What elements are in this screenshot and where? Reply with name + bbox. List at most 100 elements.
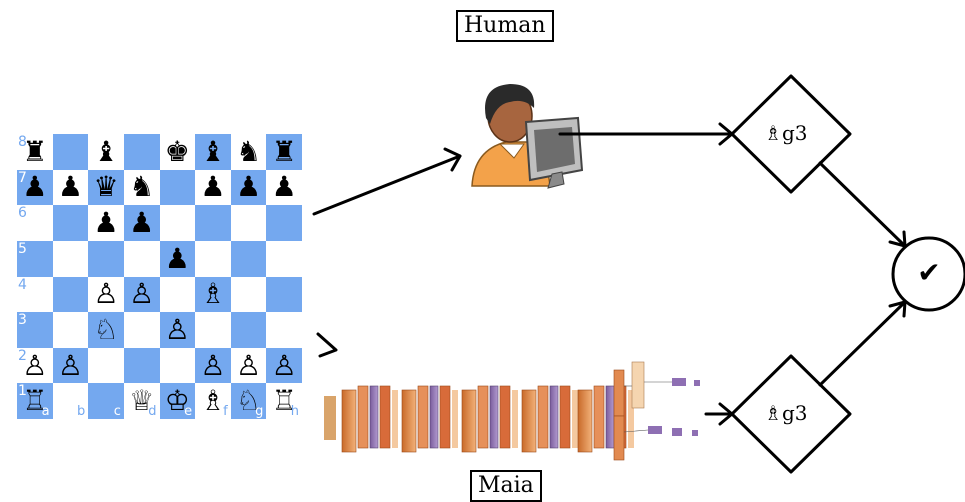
- chess-piece: ♘: [93, 312, 119, 346]
- file-label: c: [113, 404, 121, 419]
- arrowhead-board-to-human: [443, 147, 462, 172]
- board-square-c6: ♟: [88, 205, 124, 241]
- human-label: Human: [456, 10, 554, 42]
- board-square-b3: [52, 312, 89, 348]
- board-square-f1: f♗: [195, 383, 231, 419]
- file-label: a: [41, 404, 50, 419]
- chess-piece: ♗: [200, 384, 226, 418]
- chess-piece: ♙: [271, 348, 297, 382]
- board-square-h8: ♜: [266, 134, 302, 170]
- bishop-icon: ♗: [764, 121, 782, 145]
- rank-label: 6: [18, 205, 27, 222]
- board-square-a8: 8♜: [17, 134, 53, 170]
- maia-move-square: g3: [781, 401, 808, 425]
- board-square-h3: [266, 312, 302, 348]
- chess-piece: ♙: [129, 277, 155, 311]
- arrow-board-to-human: [312, 154, 462, 216]
- board-square-a2: 2♙: [17, 347, 53, 384]
- board-square-e8: ♚: [159, 134, 196, 170]
- chess-piece: ♙: [164, 312, 190, 346]
- board-square-d7: ♞: [123, 169, 160, 206]
- maia-move-text: ♗g3: [764, 401, 807, 425]
- board-square-f8: ♝: [195, 134, 231, 170]
- chess-piece: ♟: [164, 241, 190, 275]
- file-label: b: [76, 404, 86, 419]
- board-square-g1: g♘: [230, 383, 267, 419]
- board-square-e5: ♟: [159, 240, 196, 277]
- human-move-text: ♗g3: [764, 121, 807, 145]
- board-square-h4: [266, 276, 302, 313]
- rank-label: 4: [18, 276, 27, 293]
- board-square-d3: [123, 312, 160, 348]
- board-square-g8: ♞: [230, 134, 267, 170]
- file-label: h: [290, 404, 299, 419]
- chess-piece: ♜: [22, 134, 48, 168]
- maia-move-diamond: [730, 354, 852, 474]
- human-user-icon: [471, 84, 584, 189]
- chess-piece: ♞: [236, 134, 262, 168]
- file-label: e: [184, 404, 193, 419]
- board-square-e1: e♔: [159, 383, 196, 419]
- rank-label: 7: [18, 169, 27, 186]
- board-square-f2: ♙: [195, 347, 231, 384]
- board-square-b7: ♟: [52, 169, 89, 206]
- board-square-h5: [266, 240, 302, 277]
- chess-piece: ♙: [236, 348, 262, 382]
- maia-label: Maia: [470, 470, 542, 502]
- chess-piece: ♝: [200, 134, 226, 168]
- board-square-d4: ♙: [123, 276, 160, 313]
- chess-piece: ♕: [129, 384, 155, 418]
- chess-piece: ♟: [271, 170, 297, 204]
- chess-piece: ♖: [22, 384, 48, 418]
- board-square-c3: ♘: [88, 312, 124, 348]
- chess-piece: ♟: [22, 170, 48, 204]
- board-square-c7: ♛: [88, 169, 124, 206]
- board-square-g3: [230, 312, 267, 348]
- board-square-b5: [52, 240, 89, 277]
- chess-piece: ♜: [271, 134, 297, 168]
- chess-piece: ♟: [57, 170, 83, 204]
- chess-piece: ♛: [93, 170, 119, 204]
- chess-piece: ♞: [129, 170, 155, 204]
- board-square-g5: [230, 240, 267, 277]
- chess-piece: ♟: [93, 206, 119, 240]
- rank-label: 5: [18, 240, 27, 257]
- board-square-h7: ♟: [266, 169, 302, 206]
- chess-piece: ♗: [200, 277, 226, 311]
- rank-label: 1: [18, 383, 27, 400]
- rank-label: 8: [18, 134, 27, 150]
- board-square-f5: [195, 240, 231, 277]
- chess-piece: ♙: [93, 277, 119, 311]
- file-label: f: [223, 404, 228, 419]
- chess-piece: ♙: [22, 348, 48, 382]
- chess-piece: ♙: [200, 348, 226, 382]
- board-square-e6: [159, 205, 196, 241]
- board-square-b1: b: [52, 383, 89, 419]
- board-square-a4: 4: [17, 276, 53, 313]
- board-square-e3: ♙: [159, 312, 196, 348]
- board-square-c8: ♝: [88, 134, 124, 170]
- board-square-e7: [159, 169, 196, 206]
- board-square-d6: ♟: [123, 205, 160, 241]
- board-square-g6: [230, 205, 267, 241]
- chess-piece: ♖: [271, 384, 297, 418]
- board-square-b2: ♙: [52, 347, 89, 384]
- board-square-d1: d♕: [123, 383, 160, 419]
- board-square-d5: [123, 240, 160, 277]
- board-square-d8: [123, 134, 160, 170]
- bishop-icon: ♗: [764, 401, 782, 425]
- neural-network-icon: [324, 361, 700, 461]
- chess-piece: ♟: [200, 170, 226, 204]
- board-square-a5: 5: [17, 240, 53, 277]
- board-square-c2: [88, 347, 124, 384]
- rank-label: 3: [18, 312, 27, 329]
- board-square-g4: [230, 276, 267, 313]
- board-square-b6: [52, 205, 89, 241]
- chess-piece: ♚: [164, 134, 190, 168]
- rank-label: 2: [18, 347, 27, 364]
- board-square-f4: ♗: [195, 276, 231, 313]
- chess-piece: ♝: [93, 134, 119, 168]
- board-square-f6: [195, 205, 231, 241]
